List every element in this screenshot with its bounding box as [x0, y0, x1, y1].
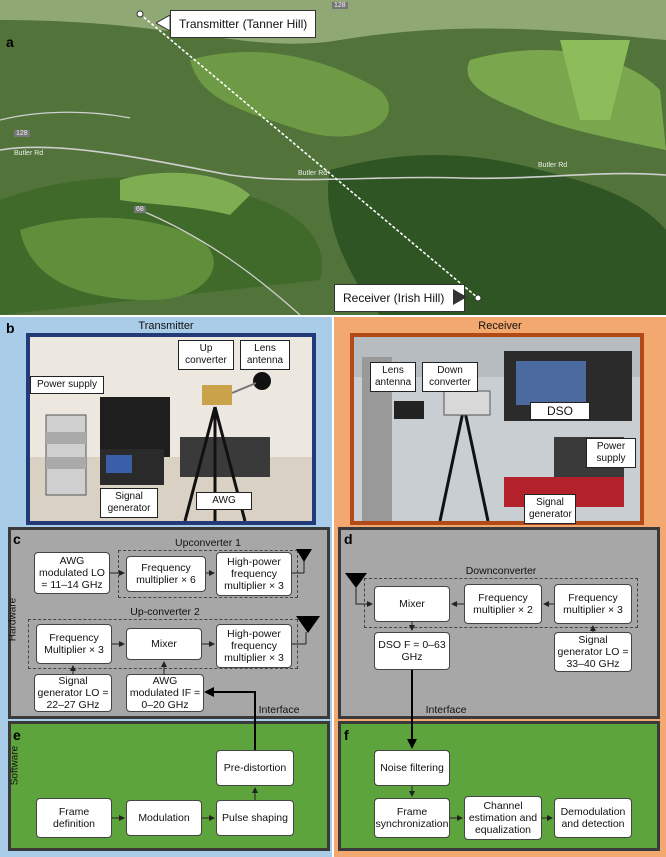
frame-sync-box: Frame synchronization: [374, 798, 450, 838]
road-label: Butler Rd: [14, 150, 44, 157]
up-converter-label: Up converter: [178, 340, 234, 370]
dso-box: DSO F = 0–63 GHz: [374, 632, 450, 670]
software-side-label: Software: [9, 745, 21, 786]
road-label: Butler Rd: [298, 170, 328, 177]
hardware-side-label: Hardware: [7, 597, 19, 642]
upconverter2-title: Up-converter 2: [130, 606, 200, 618]
rx-power-supply-label: Power supply: [586, 438, 636, 468]
receiver-heading: Receiver: [478, 320, 522, 332]
downconverter-title: Downconverter: [465, 565, 537, 577]
route-number: 68: [134, 206, 146, 213]
rx-signal-generator-label: Signal generator: [524, 494, 576, 524]
tx-interface-label: Interface: [258, 704, 300, 716]
channel-estimation-box: Channel estimation and equalization: [464, 796, 542, 840]
route-number: 128: [332, 2, 348, 9]
transmitter-callout: Transmitter (Tanner Hill): [156, 10, 317, 38]
panel-e-letter: e: [13, 727, 21, 743]
modulation-box: Modulation: [126, 800, 202, 836]
dso-label: DSO: [530, 402, 590, 420]
upconverter1-group: [118, 550, 298, 598]
arrow-left-icon: [156, 15, 170, 31]
road-label: Butler Rd: [538, 162, 568, 169]
upconverter1-title: Upconverter 1: [175, 537, 241, 549]
demodulation-box: Demodulation and detection: [554, 798, 632, 838]
tx-mixer-box: Mixer: [126, 628, 202, 660]
lens-antenna-label: Lens antenna: [240, 340, 290, 370]
rx-mixer-box: Mixer: [374, 586, 450, 622]
panel-c-letter: c: [13, 531, 21, 547]
hp-multiplier-2-box: High-power frequency multiplier × 3: [216, 624, 292, 668]
awg-modulated-box: AWG modulated LO = 11–14 GHz: [34, 552, 110, 594]
rx-signal-generator-box: Signal generator LO = 33–40 GHz: [554, 632, 632, 672]
pre-distortion-box: Pre-distortion: [216, 750, 294, 786]
frame-definition-box: Frame definition: [36, 798, 112, 838]
panel-b-letter: b: [6, 320, 15, 336]
panel-f-letter: f: [344, 727, 349, 743]
transmitter-heading: Transmitter: [138, 320, 194, 332]
power-supply-label: Power supply: [30, 376, 104, 394]
freq-mult-3-box: Frequency Multiplier × 3: [36, 624, 112, 664]
panel-d-letter: d: [344, 531, 353, 547]
receiver-callout-text: Receiver (Irish Hill): [334, 284, 466, 312]
rx-interface-label: Interface: [425, 704, 467, 716]
route-number: 128: [14, 130, 30, 137]
arrow-right-icon: [453, 289, 468, 305]
transmitter-callout-text: Transmitter (Tanner Hill): [170, 10, 317, 38]
freq-mult-2-box: Frequency multiplier × 2: [464, 584, 542, 624]
awg-if-box: AWG modulated IF = 0–20 GHz: [126, 674, 204, 712]
noise-filtering-box: Noise filtering: [374, 750, 450, 786]
freq-mult-6-box: Frequency multiplier × 6: [126, 556, 206, 592]
panel-a-letter: a: [6, 34, 14, 50]
satellite-map: a Transmitter (Tanner Hill) Receiver (Ir…: [0, 0, 666, 315]
pulse-shaping-box: Pulse shaping: [216, 800, 294, 836]
awg-label: AWG: [196, 492, 252, 510]
map-terrain: [0, 0, 666, 315]
signal-generator-label: Signal generator: [100, 488, 158, 518]
receiver-callout: Receiver (Irish Hill): [334, 284, 468, 312]
rx-lens-antenna-label: Lens antenna: [370, 362, 416, 392]
hp-multiplier-1-box: High-power frequency multiplier × 3: [216, 552, 292, 596]
rx-freq-mult-3-box: Frequency multiplier × 3: [554, 584, 632, 624]
down-converter-label: Down converter: [422, 362, 478, 392]
tx-signal-generator-box: Signal generator LO = 22–27 GHz: [34, 674, 112, 712]
